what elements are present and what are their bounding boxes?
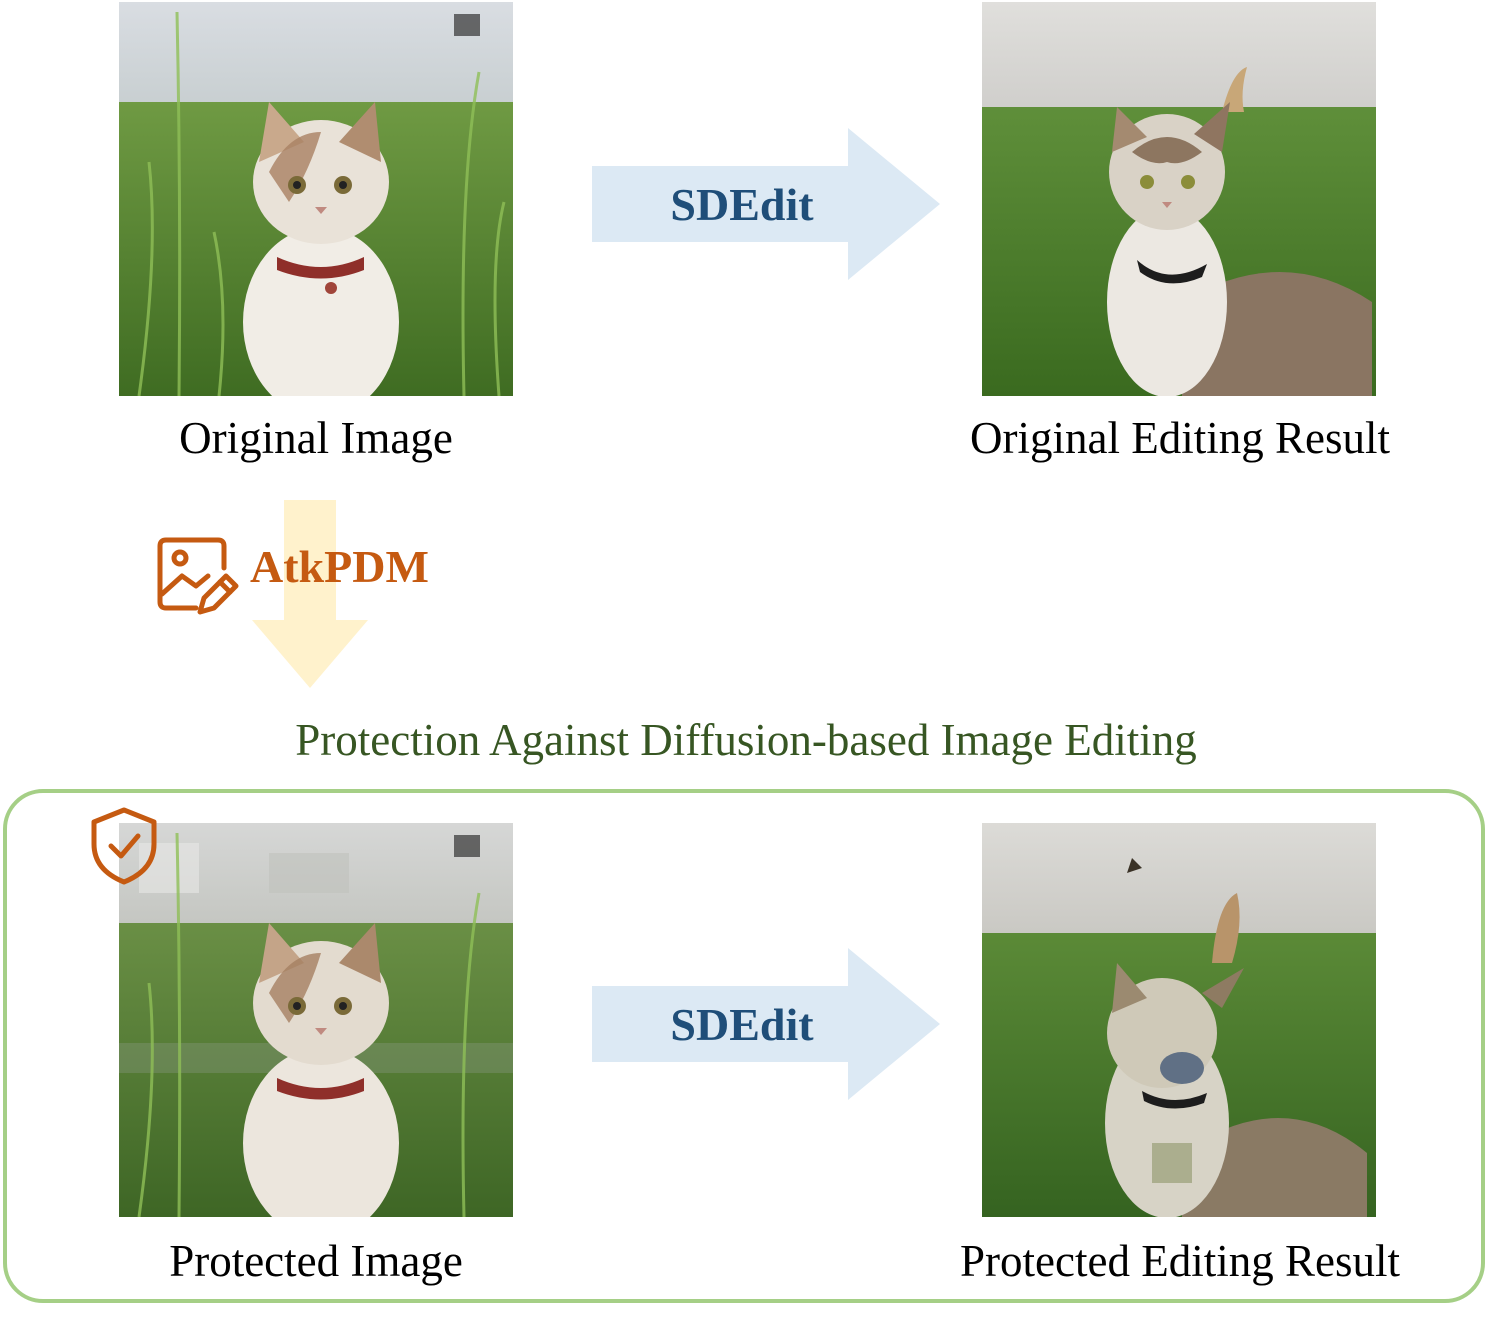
- protected-image: [119, 823, 513, 1217]
- shield-check-icon: [91, 807, 157, 885]
- original-result-caption: Original Editing Result: [970, 413, 1390, 463]
- atkpdm-arrow: [252, 500, 368, 688]
- original-image: [119, 2, 513, 396]
- protected-image-caption: Protected Image: [169, 1236, 463, 1286]
- protected-editing-result-image: [982, 823, 1376, 1217]
- original-editing-result-image: [982, 2, 1376, 396]
- image-edit-icon: [157, 537, 239, 615]
- sdedit-label-bottom: SDEdit: [670, 999, 814, 1050]
- original-image-caption: Original Image: [179, 413, 453, 463]
- sdedit-arrow-top: [592, 128, 940, 280]
- sdedit-label-top: SDEdit: [670, 179, 814, 230]
- atkpdm-label: AtkPDM: [250, 541, 429, 592]
- protection-title: Protection Against Diffusion-based Image…: [295, 715, 1197, 765]
- protected-region-box: [3, 789, 1485, 1303]
- sdedit-arrow-bottom: [592, 948, 940, 1100]
- protected-result-caption: Protected Editing Result: [960, 1236, 1400, 1286]
